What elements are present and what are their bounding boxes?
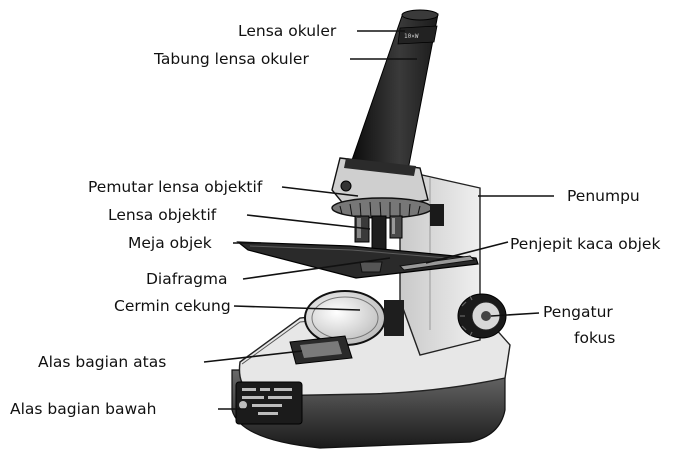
- label-lensa-okuler: Lensa okuler: [238, 22, 337, 40]
- objective-lens-3: [390, 216, 402, 238]
- label-penjepit-kaca-objek: Penjepit kaca objek: [510, 235, 660, 253]
- label-cermin-cekung: Cermin cekung: [114, 297, 231, 315]
- label-penumpu: Penumpu: [567, 187, 640, 205]
- svg-text:10×W: 10×W: [404, 33, 419, 40]
- label-alas-bagian-atas: Alas bagian atas: [38, 353, 166, 371]
- label-tabung-lensa-okuler: Tabung lensa okuler: [153, 50, 309, 68]
- objective-lens-2: [372, 216, 386, 250]
- label-pengatur-fokus-line1: Pengatur: [543, 303, 613, 321]
- label-alas-bagian-bawah: Alas bagian bawah: [10, 400, 156, 418]
- label-diafragma: Diafragma: [146, 270, 228, 288]
- label-meja-objek: Meja objek: [128, 234, 212, 252]
- label-pemutar-lensa-objektif: Pemutar lensa objektif: [88, 178, 263, 196]
- revolving-nosepiece: [332, 198, 432, 218]
- label-lensa-objektif: Lensa objektif: [108, 206, 217, 224]
- label-pengatur-fokus-line2: fokus: [574, 329, 615, 347]
- microscope-illustration: 10×W: [232, 10, 510, 448]
